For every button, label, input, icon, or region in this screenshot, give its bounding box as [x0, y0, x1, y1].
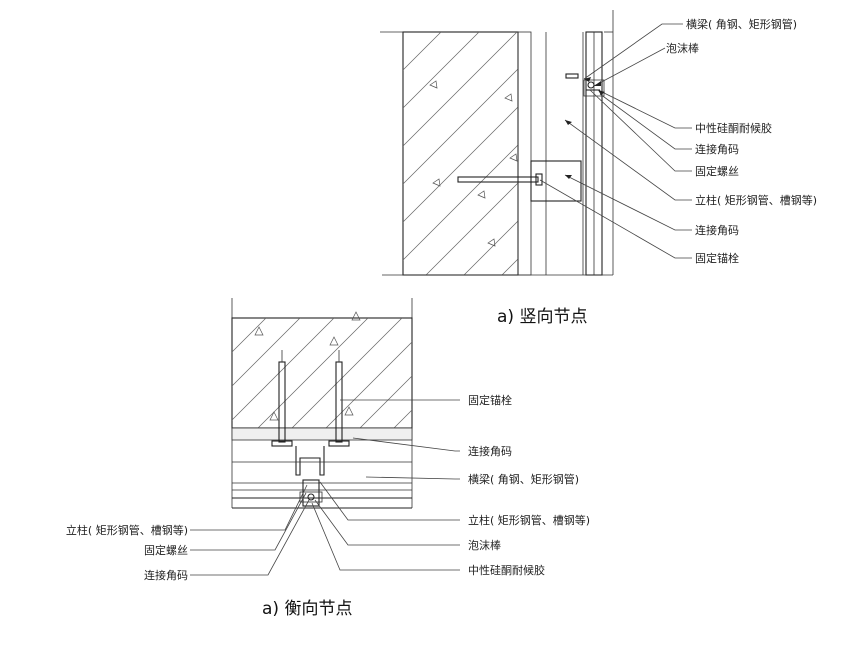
hatch-line [463, 220, 518, 275]
label-mullion: 立柱( 矩形钢管、槽钢等) [695, 193, 817, 207]
hatch-line [403, 68, 518, 185]
concrete-wall [402, 31, 860, 276]
hatch-line [403, 32, 518, 147]
label-mullion: 立柱( 矩形钢管、槽钢等) [468, 513, 590, 527]
label-connector-angle: 连接角码 [695, 143, 739, 156]
horizontal-node-labels-right: 固定锚栓 连接角码 横梁( 角钢、矩形钢管) 立柱( 矩形钢管、槽钢等) 泡沫棒… [468, 393, 590, 577]
vertical-node-caption: a) 竖向节点 [497, 307, 587, 327]
label-mullion-left: 立柱( 矩形钢管、槽钢等) [66, 523, 188, 537]
leader-arrows [565, 77, 605, 179]
anchor-bolt [457, 173, 543, 186]
horizontal-node-caption: a) 衡向节点 [262, 599, 352, 619]
label-connector-angle-left: 连接角码 [144, 569, 188, 582]
aggregate-marks [429, 80, 518, 247]
label-foam-rod: 泡沫棒 [468, 538, 501, 552]
anchor-bolts [271, 350, 350, 447]
hatch-line [496, 318, 606, 428]
hatch-line [403, 32, 480, 109]
label-connector-angle-2: 连接角码 [695, 224, 739, 237]
leader-lines-left [190, 484, 310, 576]
label-anchor-bolt: 固定锚栓 [695, 251, 739, 265]
label-crossbeam: 横梁( 角钢、矩形钢管) [686, 17, 797, 31]
hatch-line [393, 409, 412, 428]
hatch-line [540, 32, 783, 275]
hatch-line [403, 106, 518, 223]
hatch-line [403, 144, 518, 261]
concrete-wall [231, 311, 606, 429]
hatch-line [462, 318, 572, 428]
connection-bracket [295, 446, 325, 476]
hatch-line [403, 32, 442, 71]
label-crossbeam: 横梁( 角钢、矩形钢管) [468, 472, 579, 486]
hatch-line [291, 318, 403, 428]
horizontal-node-labels-left: 立柱( 矩形钢管、槽钢等) 固定螺丝 连接角码 [66, 523, 188, 582]
vertical-node-detail: 横梁( 角钢、矩形钢管) 泡沫棒 中性硅酮耐候胶 连接角码 固定螺丝 立柱( 矩… [380, 10, 860, 327]
insulation-layer [517, 31, 532, 276]
hatch-line [428, 318, 538, 428]
vertical-node-labels: 横梁( 角钢、矩形钢管) 泡沫棒 中性硅酮耐候胶 连接角码 固定螺丝 立柱( 矩… [666, 17, 817, 265]
leader-lines [539, 23, 692, 259]
label-sealant: 中性硅酮耐候胶 [695, 121, 772, 135]
hatch-line [425, 182, 518, 275]
leader-lines-right [311, 399, 460, 571]
connection-bracket [530, 160, 582, 202]
hatch-line [654, 32, 860, 275]
label-sealant: 中性硅酮耐候胶 [468, 563, 545, 577]
aggregate-marks [254, 311, 361, 421]
hatch-line [403, 32, 404, 33]
hatch-line [232, 318, 301, 387]
insulation-layer [231, 427, 413, 441]
hatch-line [232, 318, 233, 319]
horizontal-node-detail: 固定锚栓 连接角码 横梁( 角钢、矩形钢管) 立柱( 矩形钢管、槽钢等) 泡沫棒… [66, 298, 606, 619]
hatch-line [325, 341, 412, 428]
label-fixing-screw: 固定螺丝 [144, 543, 188, 557]
label-fixing-screw: 固定螺丝 [695, 164, 739, 178]
joint-detail [565, 73, 605, 97]
hatch-line [257, 318, 369, 428]
hatch-line [730, 32, 860, 275]
label-foam-rod: 泡沫棒 [666, 41, 699, 55]
hatch-line [359, 375, 412, 428]
hatch-line [232, 318, 267, 353]
label-connector-angle: 连接角码 [468, 445, 512, 458]
label-anchor-bolt: 固定锚栓 [468, 393, 512, 407]
